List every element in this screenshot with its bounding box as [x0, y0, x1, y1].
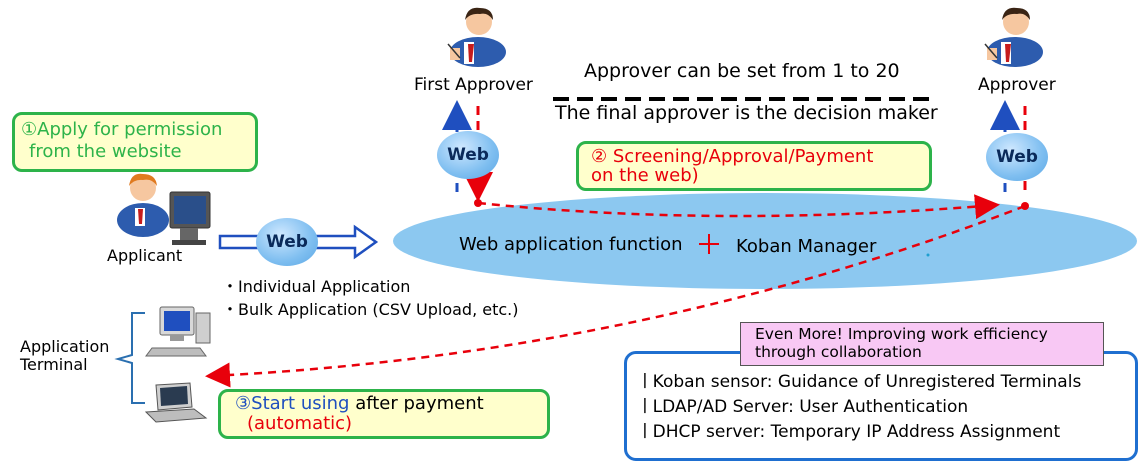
step2-line2: on the web) [591, 165, 699, 186]
web-label: Web [266, 232, 308, 252]
application-terminal-label: Application Terminal [20, 338, 109, 374]
step1-line1: Apply for permission [37, 119, 223, 140]
step3-start: Start using [251, 393, 350, 414]
final-approver-note: The final approver is the decision maker [555, 102, 938, 124]
step3-text: ③Start using after payment (automatic) [235, 394, 484, 434]
application-method-individual: ・Individual Application [222, 277, 411, 296]
step3-number: ③ [235, 393, 252, 414]
step2-text: ② Screening/Approval/Payment on the web) [591, 147, 873, 185]
step1-text: ①Apply for permission from the website [21, 119, 222, 163]
collaboration-title-box: Even More! Improving work efficiency thr… [740, 322, 1104, 366]
collaboration-title: Even More! Improving work efficiency thr… [755, 325, 1048, 361]
collab-item-ldap: ㅣLDAP/AD Server: User Authentication [637, 397, 969, 417]
collaboration-box: ㅣKoban sensor: Guidance of Unregistered … [624, 351, 1138, 461]
step2-number: ② [591, 146, 608, 167]
step3-line2: (automatic) [247, 413, 353, 434]
web-label: Web [447, 145, 489, 165]
step1-line2: from the website [29, 141, 182, 162]
applicant-person-icon [117, 173, 211, 245]
application-method-bulk: ・Bulk Application (CSV Upload, etc.) [222, 300, 519, 319]
step2-box: ② Screening/Approval/Payment on the web) [576, 141, 932, 191]
terminal-label-line1: Application [20, 337, 110, 356]
collab-item-dhcp: ㅣDHCP server: Temporary IP Address Assig… [637, 422, 1061, 442]
terminal-brace [114, 312, 145, 404]
desktop-computer-icon [145, 306, 211, 357]
web-label: Web [996, 147, 1038, 167]
applicant-label: Applicant [107, 246, 183, 265]
koban-manager-label: Koban Manager [736, 236, 877, 257]
step1-number: ① [21, 119, 38, 140]
first-approver-label: First Approver [414, 75, 533, 95]
step3-box: ③Start using after payment (automatic) [218, 389, 550, 439]
flow-to-terminal [205, 204, 1026, 388]
system-ellipse [393, 193, 1137, 289]
first-approver-person-icon [447, 7, 506, 67]
step3-rest: after payment [349, 393, 484, 414]
approver-count-note: Approver can be set from 1 to 20 [584, 60, 900, 82]
step1-box: ①Apply for permission from the website [12, 112, 258, 172]
collaboration-list: ㅣKoban sensor: Guidance of Unregistered … [637, 370, 1081, 445]
web-bubble-first-approver: Web [437, 131, 499, 179]
final-approver-person-icon [984, 7, 1043, 67]
web-bubble-final-approver: Web [986, 133, 1048, 181]
final-approver-label: Approver [978, 75, 1056, 95]
web-application-function-label: Web application function [459, 234, 683, 255]
terminal-label-line2: Terminal [20, 355, 88, 374]
collab-item-koban-sensor: ㅣKoban sensor: Guidance of Unregistered … [637, 372, 1082, 392]
web-bubble-applicant: Web [256, 218, 318, 266]
laptop-icon [144, 382, 208, 423]
collab-title-line2: through collaboration [755, 343, 922, 361]
collab-title-line1: Even More! Improving work efficiency [755, 325, 1048, 343]
step2-line1: Screening/Approval/Payment [612, 146, 874, 167]
